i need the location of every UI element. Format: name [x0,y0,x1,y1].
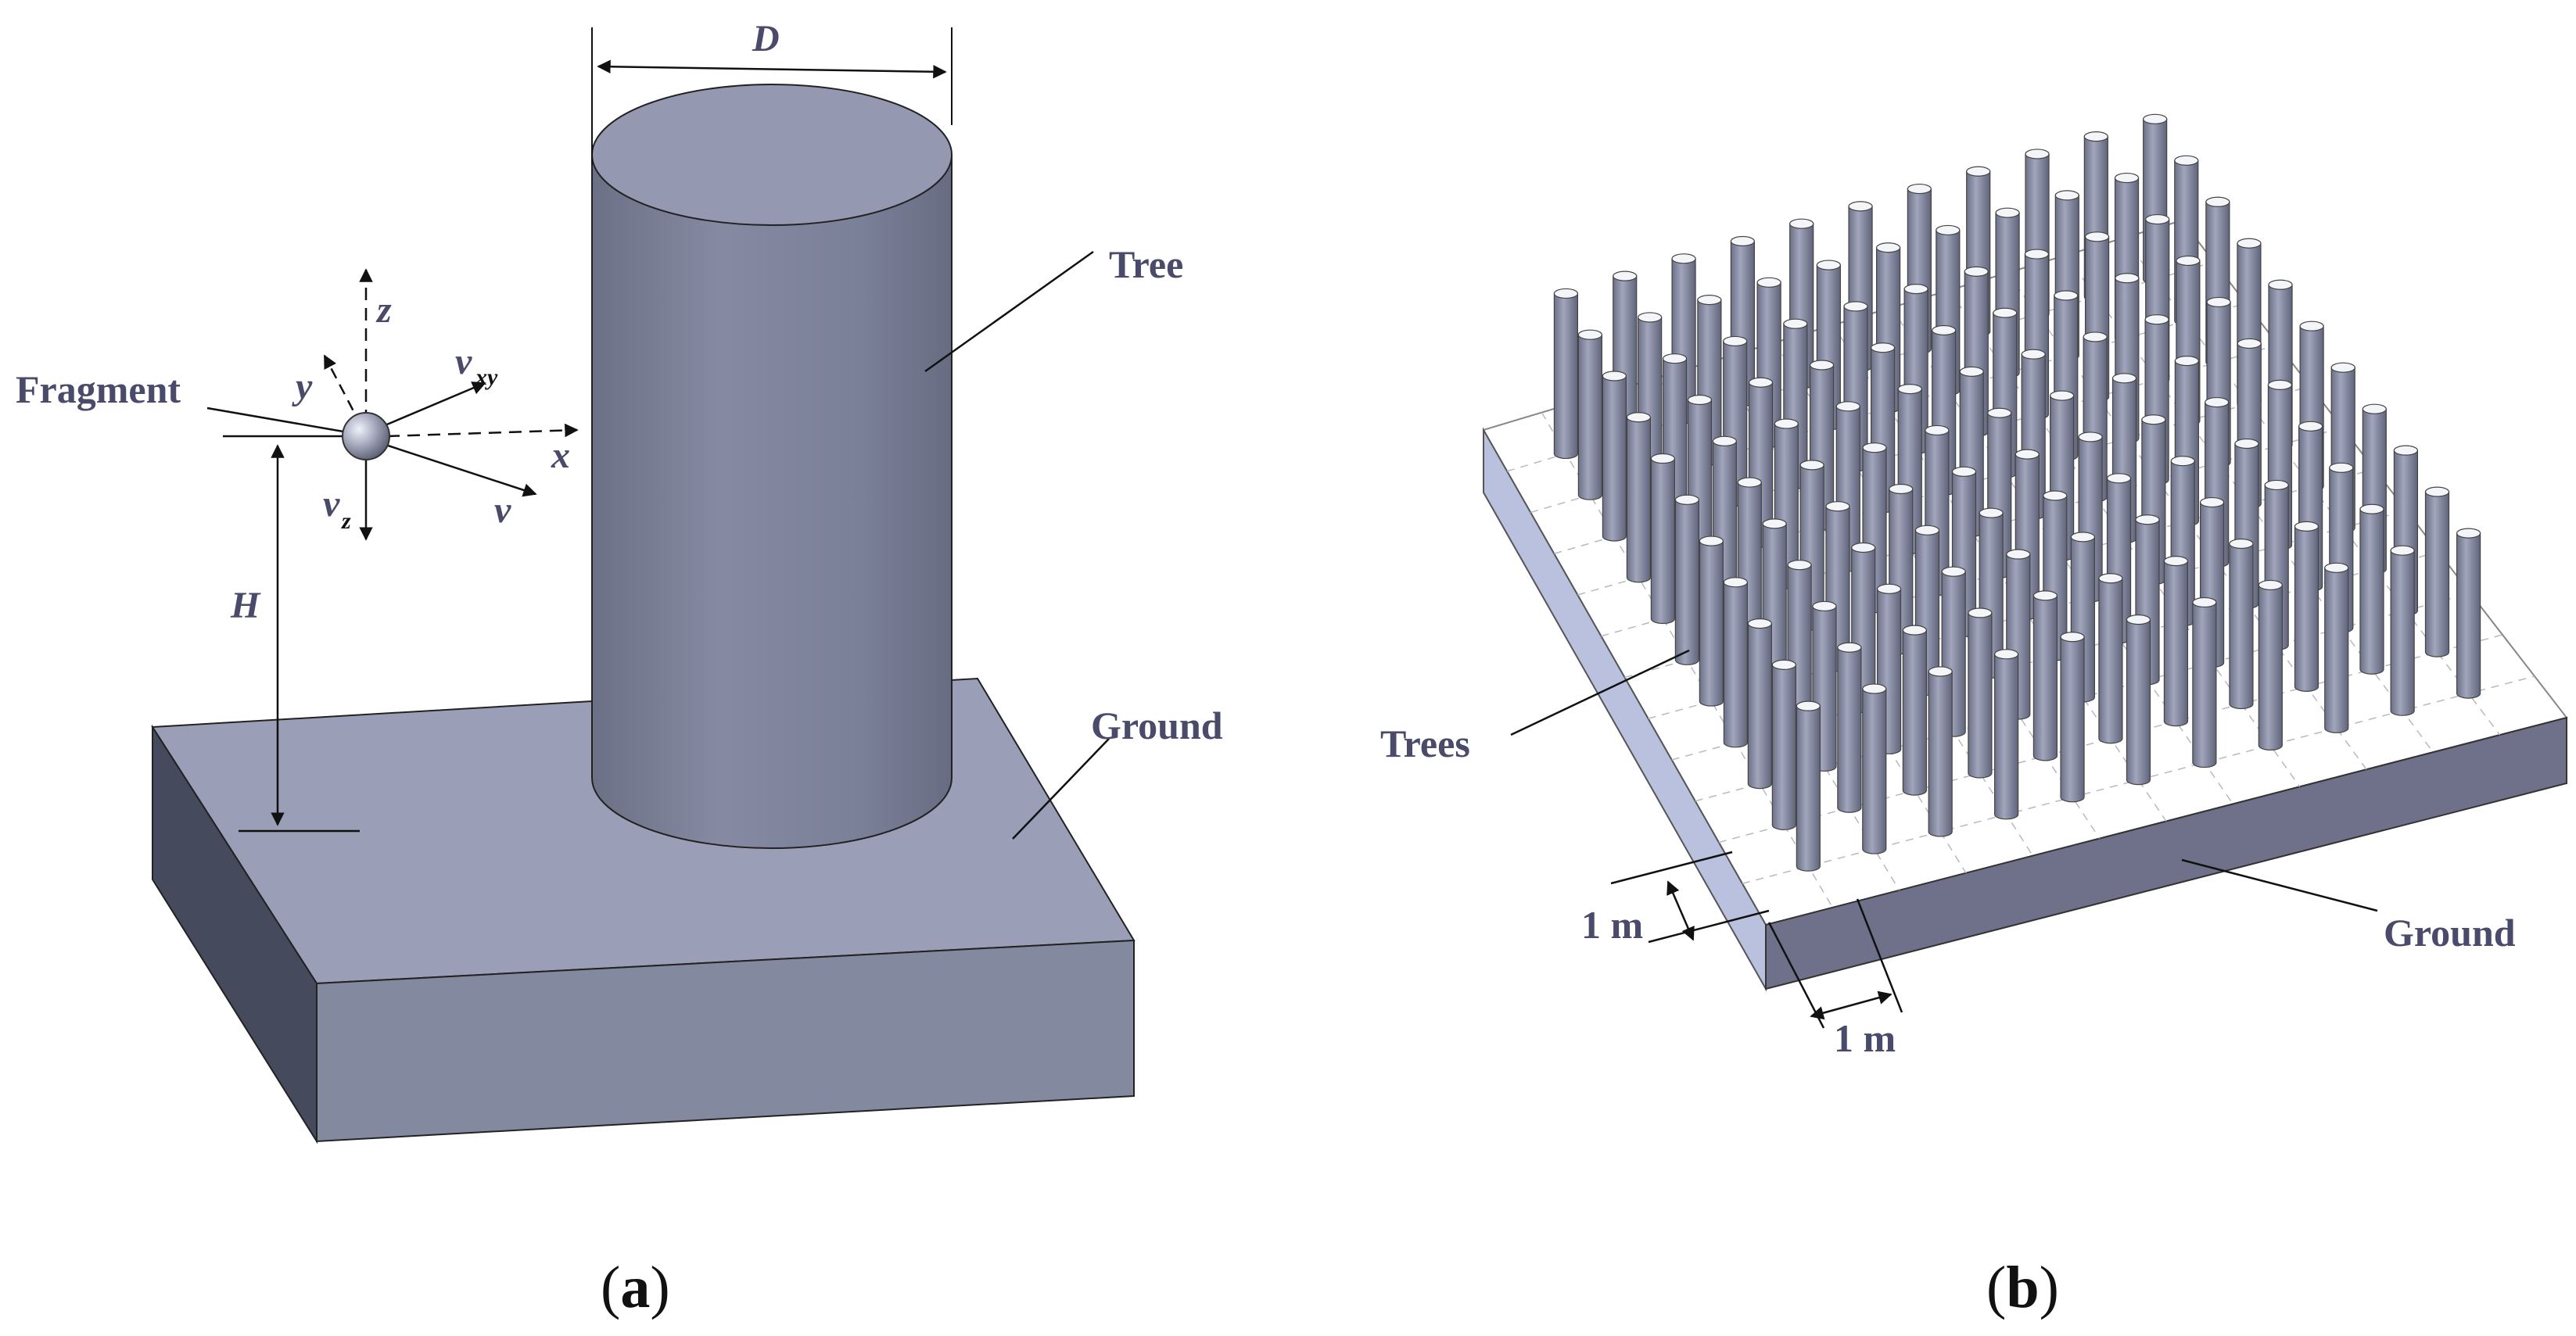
fragment-label: Fragment [16,367,181,411]
spacing-width-label: 1 m [1834,1016,1896,1060]
diameter-label: D [752,18,780,59]
axis-y-label: y [292,366,313,407]
axis-x-label: x [551,435,570,476]
ground-leader-a [1012,738,1110,840]
spacing-depth-dimension: 1 m [1581,851,1770,947]
panel-b: Trees Ground 1 m 1 m (b) [1380,113,2568,1320]
tree-pillar [2060,632,2085,803]
height-label: H [230,585,261,626]
tree-pillar [1674,494,1699,665]
tree-pillar [1626,412,1651,583]
tree-pillar [1796,700,1821,872]
tree-pillar [1837,642,1862,813]
tree-pillar [2098,573,2123,744]
tree-pillar [2032,590,2058,761]
caption-a: (a) [601,1255,670,1320]
tree-pillar [1577,329,1603,500]
svg-text:v: v [455,341,472,382]
tree-pillar [2294,521,2319,692]
axis-z-label: z [375,289,392,331]
velocity-v-label: v [494,489,511,531]
velocity-vxy-label: v xy [455,341,498,390]
tree-pillar [1602,371,1627,542]
cylinder-body [591,154,953,849]
tree-pillar [2126,614,2151,786]
slab-front-face [316,939,1135,1143]
cylinder-top [591,84,953,226]
svg-text:v: v [323,483,340,525]
caption-b: (b) [1986,1255,2059,1320]
tree-cylinder [591,84,953,849]
velocity-vz-label: v z [323,483,351,534]
spacing-width-dimension: 1 m [1767,898,1903,1060]
ground-label-a: Ground [1091,704,1223,747]
tree-pillar [1699,535,1724,707]
tree-pillar [2424,486,2450,657]
tree-pillar [2359,503,2384,675]
tree-label: Tree [1109,242,1183,286]
tree-pillar [1862,683,1887,854]
tree-pillar [2258,579,2283,750]
tree-pillar [1723,577,1748,748]
tree-pillar [2456,528,2481,699]
tree-leader [924,250,1094,373]
panel-a: D Tree Ground z y [16,18,1223,1320]
tree-pillar [1928,666,1953,837]
tree-pillar [2390,545,2415,716]
svg-text:xy: xy [475,364,498,390]
tree-pillar [2229,538,2254,710]
tree-pillar [1968,607,1993,779]
tree-pillar [2163,556,2189,727]
tree-pillar [2192,596,2217,768]
ground-leader-b [2181,858,2378,912]
fragment-ball [342,412,390,460]
tree-pillar [1747,618,1772,790]
trees-leader [1510,649,1690,736]
tree-array [1553,113,2481,872]
diameter-dimension: D [591,18,953,164]
spacing-depth-label: 1 m [1581,903,1643,947]
fragment-leader [206,407,362,436]
tree-pillar [1994,649,2019,820]
svg-text:z: z [341,508,351,534]
tree-pillar [1771,659,1796,830]
height-dimension: H [230,444,360,833]
tree-pillar [1902,625,1927,796]
tree-pillar [1650,453,1675,625]
ground-label-b: Ground [2384,911,2516,955]
tree-pillar [1553,288,1579,460]
trees-label: Trees [1380,722,1470,765]
tree-pillar [2324,562,2349,733]
fragment-axes: z y x v v xy v z [206,268,579,541]
